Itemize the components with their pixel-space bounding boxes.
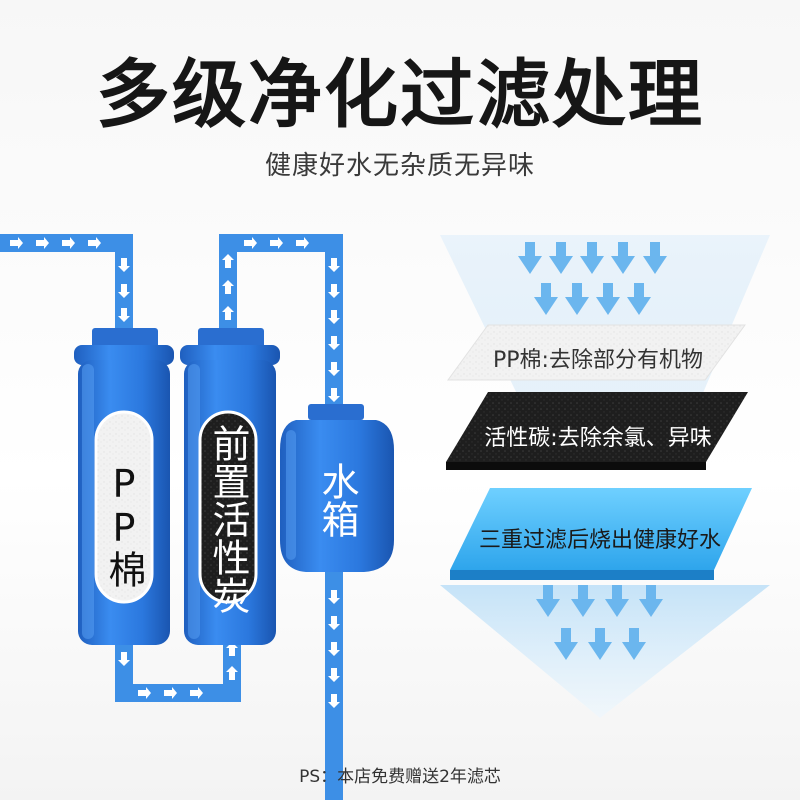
page-subtitle: 健康好水无杂质无异味: [264, 151, 535, 181]
page-title: 多级净化过滤处理: [96, 52, 704, 138]
clean-water-layer: [450, 488, 752, 580]
water-tank: [280, 404, 394, 572]
water-pipes: [0, 234, 343, 800]
carbon-layer-label: 活性碳:去除余氯、异味: [484, 426, 712, 451]
filtration-layers-illustration: [440, 235, 770, 718]
pp-cotton-filter: [74, 328, 174, 645]
flow-arrow-icon: [518, 242, 667, 660]
carbon-filter: [180, 328, 280, 645]
flow-arrow-icon: [10, 237, 340, 708]
carbon-layer: [446, 392, 748, 470]
pp-cotton-label: PP棉: [102, 462, 146, 588]
pp-layer: [447, 324, 746, 381]
footer-note: PS：本店免费赠送2年滤芯: [299, 767, 501, 787]
carbon-label: 前置活性炭: [206, 424, 250, 614]
pp-layer-label: PP棉:去除部分有机物: [493, 348, 703, 373]
tank-label: 水箱: [315, 462, 359, 538]
clean-water-layer-label: 三重过滤后烧出健康好水: [478, 528, 721, 553]
